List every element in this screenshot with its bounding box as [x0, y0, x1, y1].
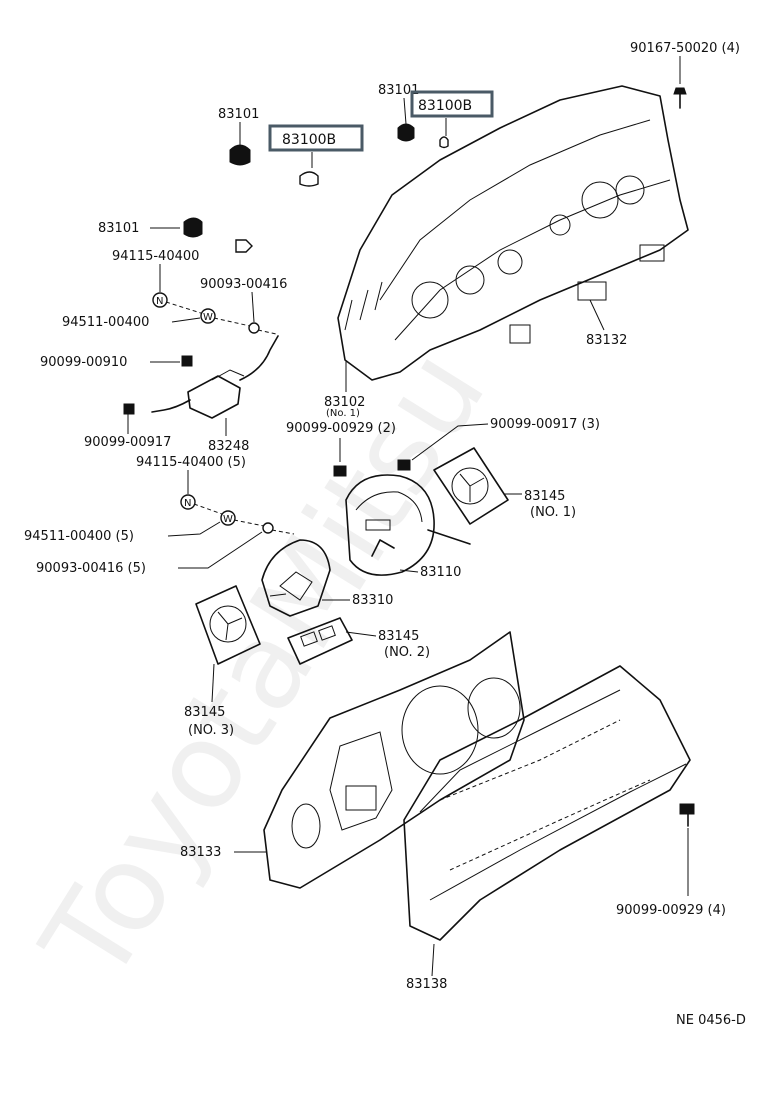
label-83145-no3: 83145 [184, 705, 225, 720]
label-83101-top: 83101 [378, 83, 419, 98]
speedometer-83110[interactable] [345, 474, 471, 576]
nut-marker-n-bottom[interactable]: N [180, 494, 196, 510]
screw-90093-00416-bottom[interactable] [262, 522, 274, 534]
label-83110: 83110 [420, 565, 461, 580]
face-plate-83133[interactable] [263, 631, 525, 889]
rear-housing-83132[interactable] [337, 85, 689, 381]
label-83100B-a: 83100B [418, 98, 472, 114]
bracket-83248[interactable] [151, 335, 279, 419]
label-83101-left: 83101 [218, 107, 259, 122]
label-83310: 83310 [352, 593, 393, 608]
label-90093-00416-5: 90093-00416 (5) [36, 561, 146, 576]
label-90099-00917: 90099-00917 [84, 435, 171, 450]
dial-plate-83310[interactable] [261, 539, 331, 617]
diagram-code: NE 0456-D [676, 1013, 746, 1028]
svg-text:W: W [203, 312, 213, 323]
watermark-text: ToyotaMitsu [16, 326, 513, 1006]
label-83138: 83138 [406, 977, 447, 992]
bulb-83100B-left[interactable] [299, 171, 319, 187]
label-83102-sub: (No. 1) [326, 408, 360, 419]
washer-marker-w-bottom[interactable]: W [220, 510, 236, 526]
svg-text:W: W [223, 514, 233, 525]
label-83133: 83133 [180, 845, 221, 860]
gasket-83145-no2[interactable] [287, 617, 353, 665]
label-83145-no1: 83145 [524, 489, 565, 504]
label-83145-no2-sub: (NO. 2) [384, 645, 430, 660]
washer-marker-w-top[interactable]: W [200, 308, 216, 324]
screw-90099-00929-bottom[interactable] [679, 803, 695, 827]
label-83145-no1-sub: (NO. 1) [530, 505, 576, 520]
label-83132: 83132 [586, 333, 627, 348]
screw-90093-00416-top[interactable] [248, 322, 260, 334]
bulb-socket-83101-mid[interactable] [183, 217, 203, 238]
label-94511-00400: 94511-00400 [62, 315, 149, 330]
gasket-83145-no1[interactable] [433, 447, 509, 525]
label-94511-00400-5: 94511-00400 (5) [24, 529, 134, 544]
highlight-box-83100B-b [268, 124, 364, 152]
label-90099-00929-4: 90099-00929 (4) [616, 903, 726, 918]
label-83145-no3-sub: (NO. 3) [188, 723, 234, 738]
label-83102: 83102 [324, 395, 365, 410]
label-94115-40400-5: 94115-40400 (5) [136, 455, 246, 470]
label-83248: 83248 [208, 439, 249, 454]
bulb-socket-83101-top[interactable] [397, 123, 415, 142]
label-83101-mid: 83101 [98, 221, 139, 236]
label-90099-00917-3: 90099-00917 (3) [490, 417, 600, 432]
label-83100B-b: 83100B [282, 132, 336, 148]
svg-text:N: N [184, 498, 191, 509]
screw-90167-50020[interactable] [673, 87, 687, 109]
highlight-box-83100B-a [410, 90, 494, 118]
screw-90099-00929-mid[interactable] [333, 465, 347, 477]
label-83145-no2: 83145 [378, 629, 419, 644]
label-90099-00929-2: 90099-00929 (2) [286, 421, 396, 436]
bulb-socket-83101-left[interactable] [229, 144, 251, 166]
svg-text:N: N [156, 296, 163, 307]
label-90167-50020: 90167-50020 (4) [630, 41, 740, 56]
label-94115-40400: 94115-40400 [112, 249, 199, 264]
label-90093-00416: 90093-00416 [200, 277, 287, 292]
screw-90099-00917-left[interactable] [123, 403, 135, 415]
label-90099-00910: 90099-00910 [40, 355, 127, 370]
gasket-83145-no3[interactable] [195, 585, 261, 665]
nut-marker-n-top[interactable]: N [152, 292, 168, 308]
screw-90099-00917-mid[interactable] [397, 459, 411, 471]
screw-90099-00910[interactable] [181, 355, 193, 367]
bulb-wedge-mid[interactable] [235, 239, 253, 253]
cluster-cover-83138[interactable] [403, 665, 691, 941]
bulb-83100B-top[interactable] [439, 136, 449, 149]
